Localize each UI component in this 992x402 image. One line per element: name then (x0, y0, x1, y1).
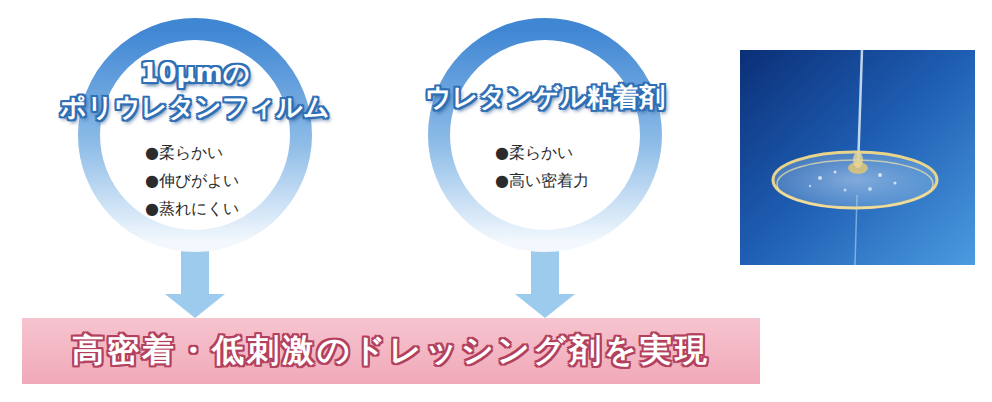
bullet-list: ●柔らかい●高い密着力 (495, 139, 589, 195)
gradient-ring (427, 17, 663, 253)
feature-circle: ウレタンゲル粘着剤●柔らかい●高い密着力 (427, 17, 663, 253)
bullet-item: ●蒸れにくい (145, 195, 239, 223)
bullet-item: ●高い密着力 (495, 167, 589, 195)
result-text: 高密着・低刺激のドレッシング剤を実現 (72, 329, 710, 373)
flow-arrow (181, 247, 209, 294)
circle-heading: ウレタンゲル粘着剤 (385, 81, 705, 115)
feature-circle: 10μmの ポリウレタンフィルム●柔らかい●伸びがよい●蒸れにくい (77, 17, 313, 253)
bullet-list: ●柔らかい●伸びがよい●蒸れにくい (145, 139, 239, 223)
result-band: 高密着・低刺激のドレッシング剤を実現 (22, 318, 760, 384)
bullet-item: ●柔らかい (495, 139, 589, 167)
bullet-item: ●柔らかい (145, 139, 239, 167)
flow-arrow (531, 247, 559, 294)
circle-heading: 10μmの ポリウレタンフィルム (45, 57, 345, 125)
bullet-item: ●伸びがよい (145, 167, 239, 195)
